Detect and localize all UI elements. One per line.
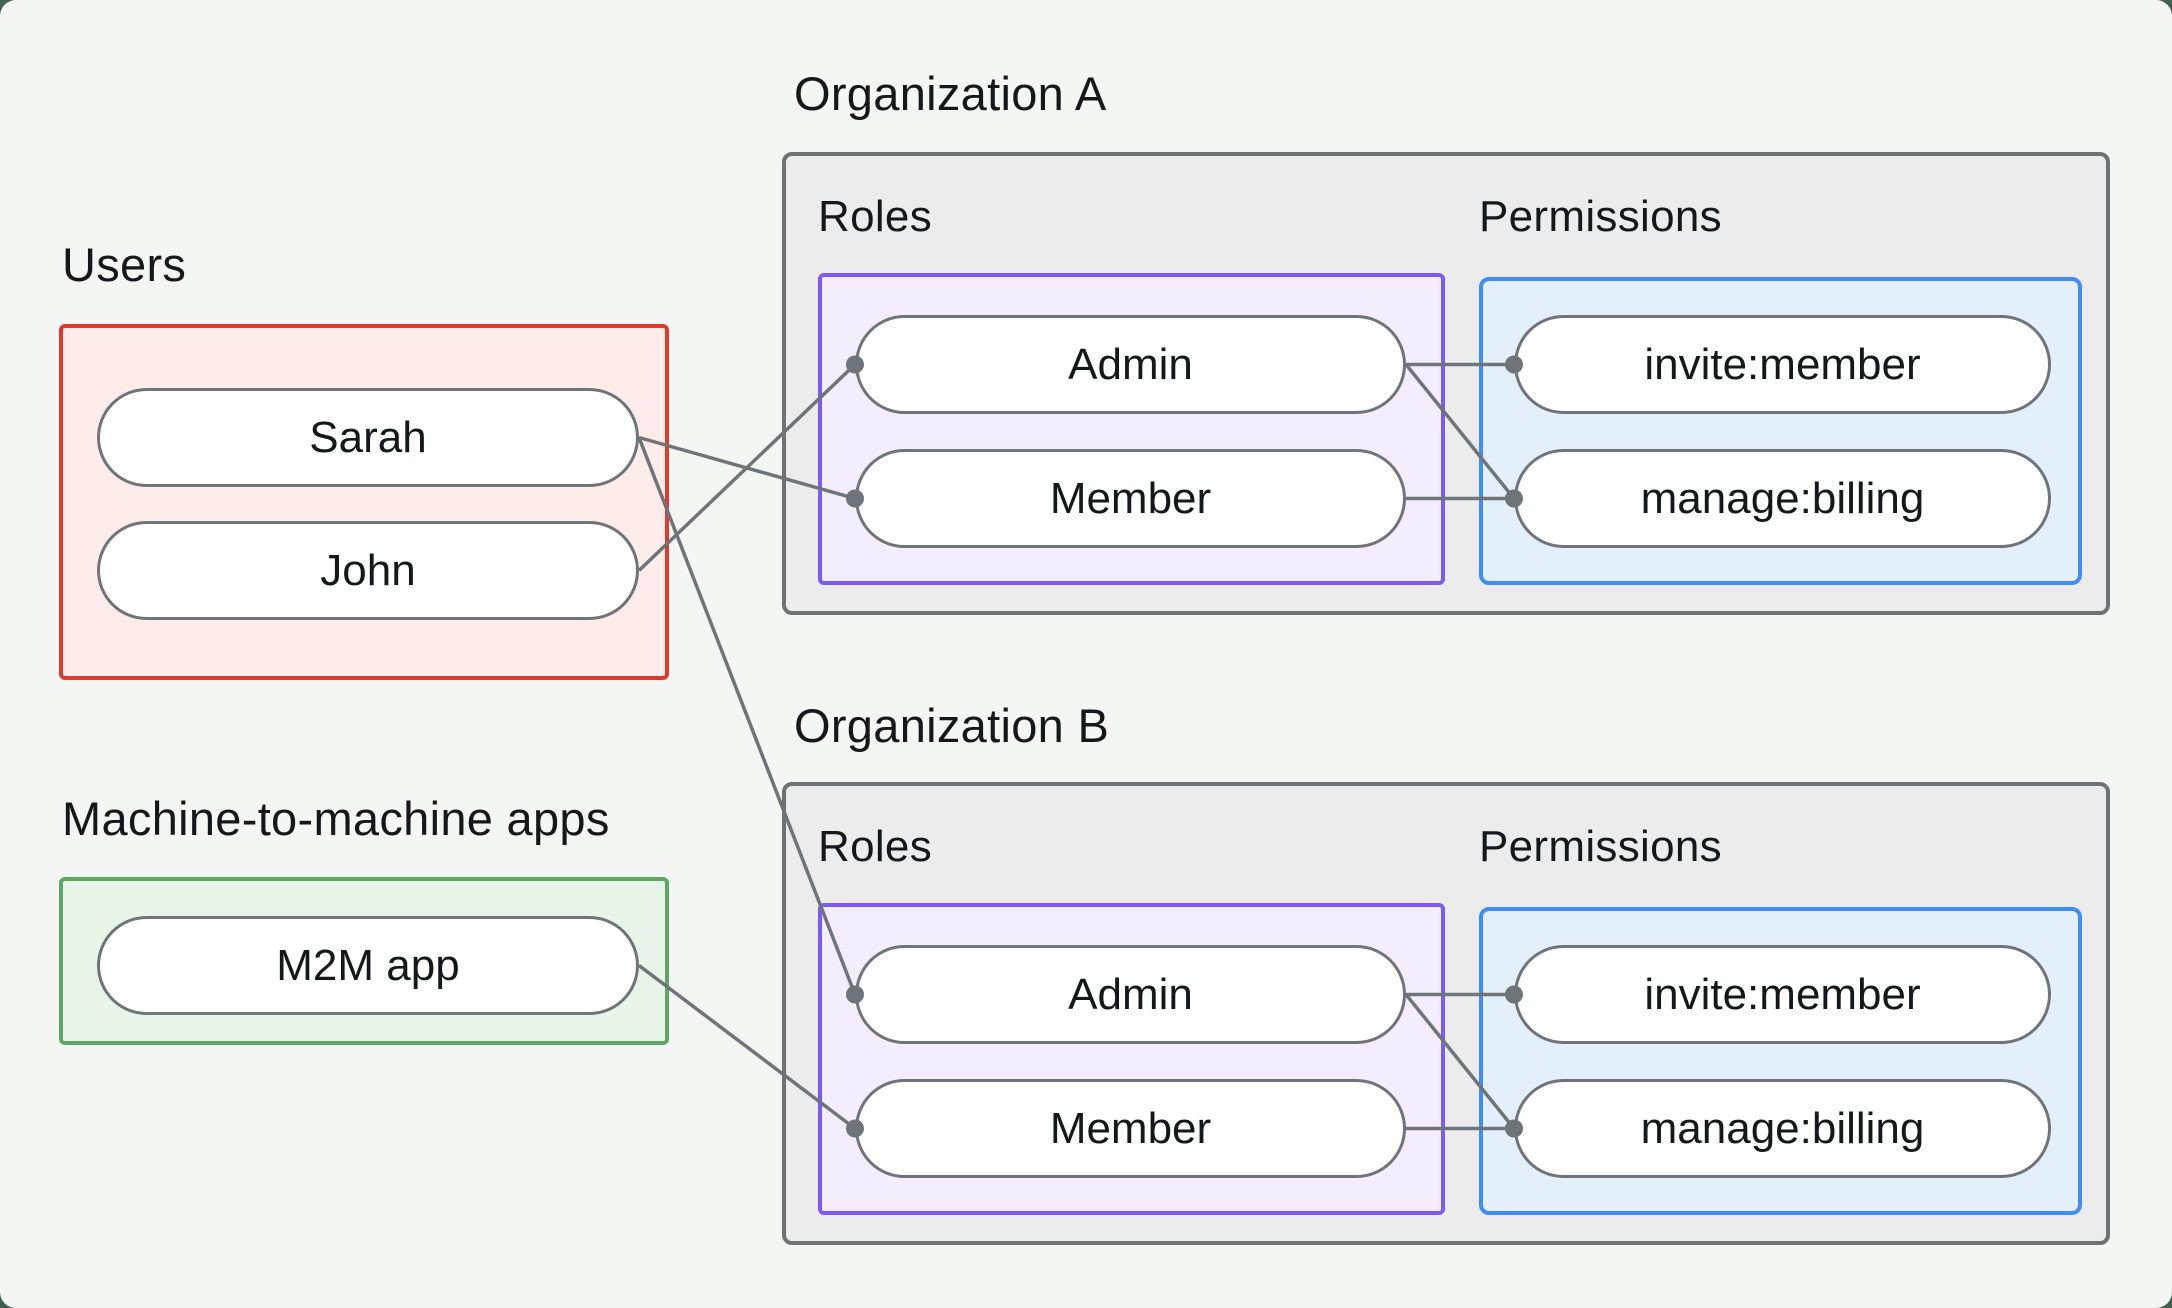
pill-orgb-manage: manage:billing	[1514, 1079, 2051, 1178]
pill-orga-admin-label: Admin	[1068, 339, 1193, 389]
users-label: Users	[62, 238, 187, 291]
organization-b-roles-label: Roles	[818, 822, 932, 871]
pill-orgb-manage-label: manage:billing	[1640, 1103, 1925, 1153]
organization-b-permissions-label: Permissions	[1479, 822, 1722, 871]
m2m-group-box: M2M app	[59, 877, 669, 1045]
m2m-label: Machine-to-machine apps	[62, 792, 610, 845]
organization-a-roles-box: Admin Member	[818, 273, 1445, 585]
pill-sarah: Sarah	[97, 388, 639, 487]
pill-orga-invite-label: invite:member	[1644, 339, 1921, 389]
pill-orgb-member: Member	[855, 1079, 1406, 1178]
organization-b-permissions-box: invite:member manage:billing	[1479, 907, 2082, 1215]
pill-orga-manage: manage:billing	[1514, 449, 2051, 548]
pill-orga-manage-label: manage:billing	[1640, 473, 1925, 523]
pill-orga-member-label: Member	[1049, 473, 1212, 523]
pill-orgb-invite-label: invite:member	[1644, 969, 1921, 1019]
organization-b-label: Organization B	[794, 699, 1110, 752]
pill-orgb-admin: Admin	[855, 945, 1406, 1044]
users-group-box: Sarah John	[59, 324, 669, 680]
organization-a-roles-label: Roles	[818, 192, 932, 241]
pill-orgb-invite: invite:member	[1514, 945, 2051, 1044]
pill-orga-member: Member	[855, 449, 1406, 548]
organization-b-box: Roles Permissions Admin Member invite:me…	[782, 782, 2110, 1245]
pill-m2m: M2M app	[97, 916, 639, 1015]
pill-john-label: John	[320, 545, 416, 595]
pill-john: John	[97, 521, 639, 620]
organization-a-label: Organization A	[794, 67, 1107, 120]
pill-orga-invite: invite:member	[1514, 315, 2051, 414]
pill-orgb-admin-label: Admin	[1068, 969, 1193, 1019]
organization-b-roles-box: Admin Member	[818, 903, 1445, 1215]
pill-orga-admin: Admin	[855, 315, 1406, 414]
pill-sarah-label: Sarah	[309, 412, 427, 462]
organization-a-permissions-box: invite:member manage:billing	[1479, 277, 2082, 585]
pill-m2m-label: M2M app	[276, 940, 460, 990]
organization-a-permissions-label: Permissions	[1479, 192, 1722, 241]
pill-orgb-member-label: Member	[1049, 1103, 1212, 1153]
organization-a-box: Roles Permissions Admin Member invite:me…	[782, 152, 2110, 615]
